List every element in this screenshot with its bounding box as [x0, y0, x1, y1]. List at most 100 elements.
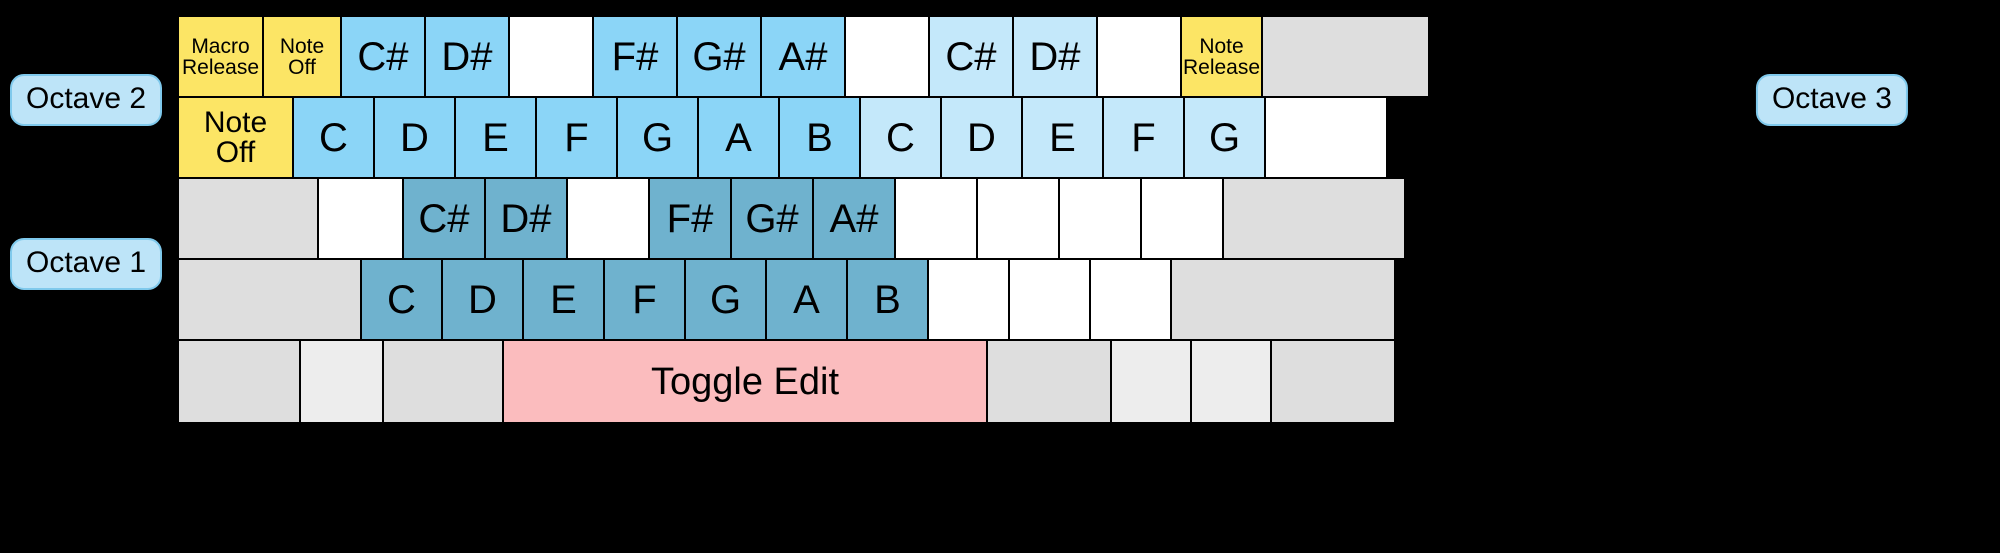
key-blank-4-6[interactable]	[1192, 341, 1272, 422]
key-d-sharp[interactable]: D#	[1014, 17, 1098, 98]
key-f[interactable]: F	[1104, 98, 1185, 179]
key-label: A	[793, 277, 820, 322]
key-label: C#	[945, 34, 997, 79]
key-f-sharp[interactable]: F#	[594, 17, 678, 98]
key-label: F	[1131, 115, 1156, 160]
key-d[interactable]: D	[375, 98, 456, 179]
key-label: C#	[418, 196, 470, 241]
key-label: D#	[500, 196, 552, 241]
bottom-modifier-row: Toggle Edit	[179, 341, 1394, 422]
key-label: G	[709, 277, 742, 322]
key-blank-3-8[interactable]	[929, 260, 1010, 341]
key-f[interactable]: F	[537, 98, 618, 179]
key-a-sharp[interactable]: A#	[762, 17, 846, 98]
octave1-sharps-row: C# D# F# G# A#	[179, 179, 1404, 260]
key-d-sharp[interactable]: D#	[486, 179, 568, 260]
key-blank-4-0[interactable]	[179, 341, 301, 422]
key-g[interactable]: G	[618, 98, 699, 179]
key-c[interactable]: C	[362, 260, 443, 341]
key-label: C	[387, 277, 416, 322]
key-toggle-edit[interactable]: Toggle Edit	[504, 341, 988, 422]
key-macro-release[interactable]: Macro Release	[179, 17, 264, 98]
key-label: A#	[829, 196, 879, 241]
key-label: G#	[745, 196, 799, 241]
key-b[interactable]: B	[780, 98, 861, 179]
key-blank-2-11[interactable]	[1142, 179, 1224, 260]
key-note-off[interactable]: Note Off	[179, 98, 294, 179]
key-b[interactable]: B	[848, 260, 929, 341]
key-label: E	[1049, 115, 1076, 160]
key-label: D	[400, 115, 429, 160]
key-label: C#	[357, 34, 409, 79]
octave-2-label: Octave 2	[10, 74, 163, 126]
key-label: G	[1208, 115, 1241, 160]
key-label: C	[319, 115, 348, 160]
key-blank-4-4[interactable]	[988, 341, 1112, 422]
key-label: A#	[778, 34, 828, 79]
key-blank-3-0[interactable]	[179, 260, 362, 341]
key-label: A	[725, 115, 752, 160]
key-f-sharp[interactable]: F#	[650, 179, 732, 260]
key-label: B	[806, 115, 833, 160]
key-label: G#	[692, 34, 746, 79]
key-blank-2-4[interactable]	[568, 179, 650, 260]
key-blank-2-8[interactable]	[896, 179, 978, 260]
key-blank-4-1[interactable]	[301, 341, 384, 422]
key-blank-0-11[interactable]	[1098, 17, 1182, 98]
key-label: D	[468, 277, 497, 322]
key-label: F#	[611, 34, 659, 79]
key-blank-2-1[interactable]	[319, 179, 404, 260]
key-label: F#	[666, 196, 714, 241]
key-d-sharp[interactable]: D#	[426, 17, 510, 98]
octave-1-label: Octave 1	[10, 238, 163, 290]
key-label: Note Release	[1182, 34, 1261, 79]
key-blank-1-13[interactable]	[1266, 98, 1386, 179]
key-blank-4-5[interactable]	[1112, 341, 1192, 422]
key-label: D	[967, 115, 996, 160]
key-a-sharp[interactable]: A#	[814, 179, 896, 260]
key-f[interactable]: F	[605, 260, 686, 341]
key-note-off[interactable]: Note Off	[264, 17, 342, 98]
key-blank-4-2[interactable]	[384, 341, 504, 422]
key-c-sharp[interactable]: C#	[930, 17, 1014, 98]
key-c[interactable]: C	[294, 98, 375, 179]
key-label: D#	[1029, 34, 1081, 79]
key-blank-3-9[interactable]	[1010, 260, 1091, 341]
key-blank-0-4[interactable]	[510, 17, 594, 98]
key-label: G	[641, 115, 674, 160]
key-blank-2-9[interactable]	[978, 179, 1060, 260]
key-blank-4-7[interactable]	[1272, 341, 1394, 422]
key-g-sharp[interactable]: G#	[732, 179, 814, 260]
key-blank-2-0[interactable]	[179, 179, 319, 260]
key-c-sharp[interactable]: C#	[404, 179, 486, 260]
key-g-sharp[interactable]: G#	[678, 17, 762, 98]
key-g[interactable]: G	[1185, 98, 1266, 179]
key-d[interactable]: D	[443, 260, 524, 341]
key-blank-3-10[interactable]	[1091, 260, 1172, 341]
key-blank-3-11[interactable]	[1172, 260, 1394, 341]
key-label: Toggle Edit	[650, 360, 839, 403]
key-c[interactable]: C	[861, 98, 942, 179]
key-blank-0-13[interactable]	[1263, 17, 1428, 98]
key-e[interactable]: E	[524, 260, 605, 341]
key-label: Note Off	[279, 34, 325, 79]
key-e[interactable]: E	[1023, 98, 1104, 179]
key-a[interactable]: A	[699, 98, 780, 179]
key-e[interactable]: E	[456, 98, 537, 179]
key-blank-0-8[interactable]	[846, 17, 930, 98]
key-label: Macro Release	[181, 34, 260, 79]
key-label: E	[550, 277, 577, 322]
key-blank-2-10[interactable]	[1060, 179, 1142, 260]
key-g[interactable]: G	[686, 260, 767, 341]
key-label: B	[874, 277, 901, 322]
key-note-release[interactable]: Note Release	[1182, 17, 1263, 98]
key-a[interactable]: A	[767, 260, 848, 341]
key-d[interactable]: D	[942, 98, 1023, 179]
key-label: D#	[441, 34, 493, 79]
key-blank-2-12[interactable]	[1224, 179, 1404, 260]
key-label: Note Off	[203, 105, 268, 169]
key-c-sharp[interactable]: C#	[342, 17, 426, 98]
